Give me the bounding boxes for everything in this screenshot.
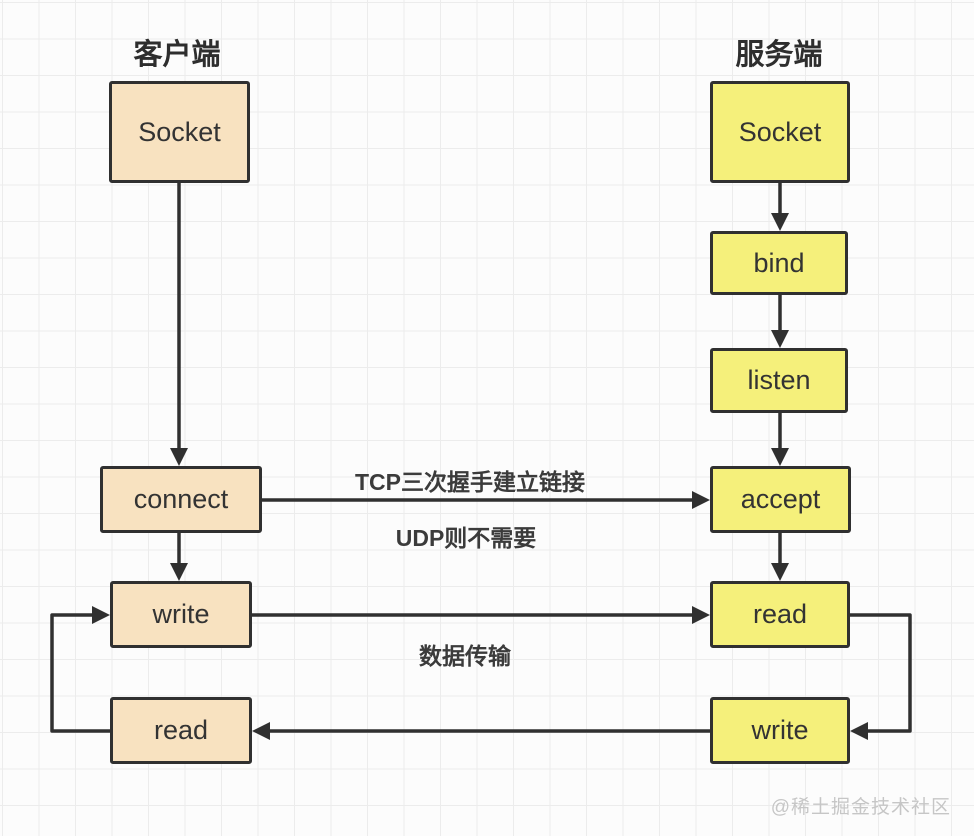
data-transfer-label: 数据传输 [419, 643, 511, 669]
server-write-box: write [710, 697, 850, 764]
arrow-client-write-to-server-read [252, 606, 710, 624]
server-read-box: read [710, 581, 850, 648]
server-socket-box: Socket [710, 81, 850, 183]
arrow-client-socket-to-connect [170, 183, 188, 466]
arrow-server-write-to-client-read [252, 722, 710, 740]
server-socket-label: Socket [738, 116, 822, 147]
handshake-edge-label: TCP三次握手建立链接 [355, 469, 585, 495]
arrow-accept-to-server-read [771, 533, 789, 581]
client-column-title: 客户端 [133, 39, 221, 71]
client-socket-box: Socket [109, 81, 250, 183]
server-bind-label: bind [753, 247, 805, 278]
udp-note-label: UDP则不需要 [395, 525, 537, 551]
arrow-listen-to-accept [771, 413, 789, 466]
arrow-server-socket-to-bind [771, 183, 789, 231]
client-connect-label: connect [133, 484, 229, 514]
client-read-label: read [153, 715, 209, 745]
server-listen-label: listen [747, 365, 811, 395]
arrow-client-read-loop-to-write [50, 606, 110, 733]
arrow-connect-to-write [170, 533, 188, 581]
client-socket-label: Socket [138, 116, 221, 147]
client-read-box: read [110, 697, 252, 764]
client-write-label: write [152, 599, 210, 629]
server-column-title: 服务端 [735, 39, 823, 71]
server-read-label: read [752, 599, 808, 629]
server-accept-label: accept [740, 484, 821, 514]
server-accept-box: accept [710, 466, 851, 533]
server-write-label: write [751, 715, 809, 745]
client-connect-box: connect [100, 466, 262, 533]
server-listen-box: listen [710, 348, 848, 413]
client-write-box: write [110, 581, 252, 648]
watermark: @稀土掘金技术社区 [770, 797, 951, 818]
server-bind-box: bind [710, 231, 848, 295]
arrow-server-read-loop-to-write [850, 613, 912, 740]
arrow-bind-to-listen [771, 295, 789, 348]
